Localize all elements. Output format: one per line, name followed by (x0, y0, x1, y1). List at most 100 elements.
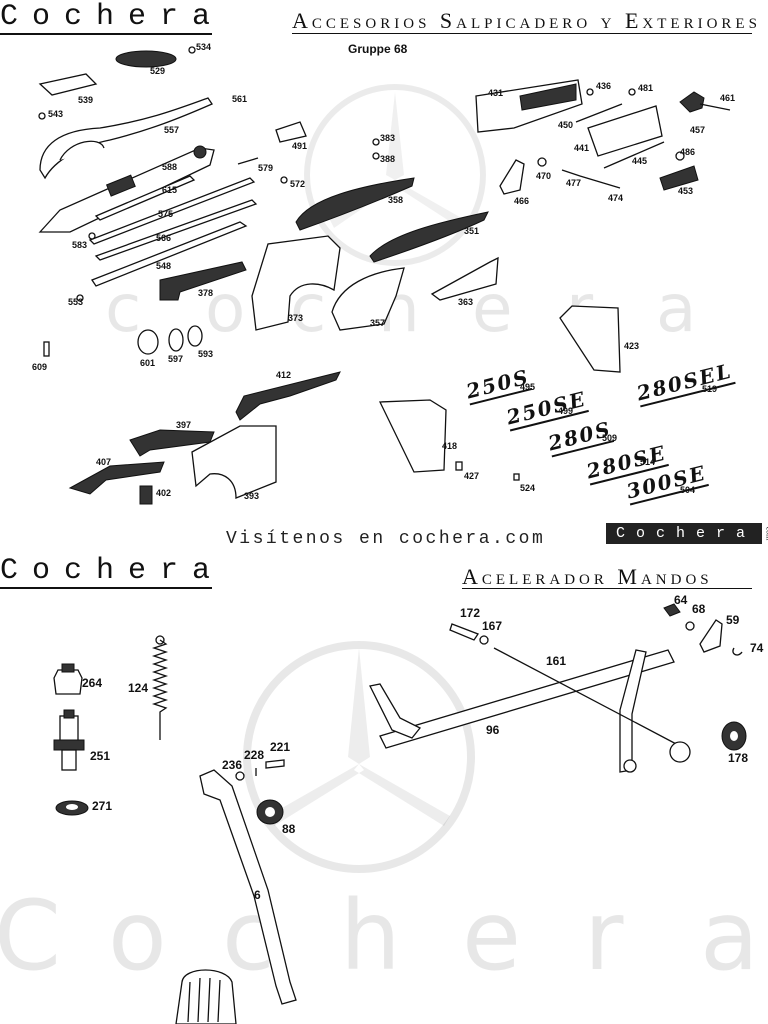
callout: 491 (292, 141, 308, 151)
part-453-plate (659, 165, 699, 191)
part-461-bolt (699, 103, 731, 111)
watermark-letter: a (700, 880, 759, 992)
watermark-letter: a (656, 270, 697, 347)
part-450-rod (575, 103, 623, 123)
callout: 481 (638, 83, 654, 93)
watermark-letter: h (340, 880, 401, 992)
callout: 572 (290, 179, 306, 189)
callout: 172 (460, 606, 481, 620)
part-593-ring (187, 325, 203, 347)
part-363-strip (430, 256, 499, 301)
part-96-lever-eye (623, 759, 637, 773)
part-601-ring (137, 329, 159, 355)
callout: 593 (198, 349, 214, 359)
watermark-letter: o (205, 270, 246, 347)
section-title-acelerador: Acelerador Mandos (462, 564, 713, 589)
part-461-latch (679, 91, 705, 113)
callout: 561 (232, 94, 248, 104)
part-124-spring (151, 639, 169, 740)
part-543-clip (38, 112, 46, 120)
callout: 588 (162, 162, 178, 172)
callout: 124 (128, 681, 149, 695)
callout: 373 (288, 313, 304, 323)
watermark-letter: e (462, 880, 522, 992)
part-529-grille (115, 50, 177, 68)
brand-rule-bottom (0, 587, 212, 589)
callout: 363 (458, 297, 474, 307)
callout: 64 (674, 593, 688, 607)
callout: 601 (140, 358, 156, 368)
visit-badge-label: Cochera (606, 523, 763, 544)
part-423-window (559, 305, 621, 373)
part-388-clip (372, 152, 380, 160)
part-264-sensor (53, 669, 83, 695)
callout: 566 (156, 233, 172, 243)
callout: 534 (196, 42, 212, 52)
callout: 88 (282, 822, 296, 836)
callout: 445 (632, 156, 648, 166)
callout: 167 (482, 619, 503, 633)
callout: 178 (728, 751, 749, 765)
part-575-trim (88, 177, 256, 245)
callout: 407 (96, 457, 112, 467)
callout: 351 (464, 226, 480, 236)
visit-text: Visítenos en cochera.com (226, 529, 546, 549)
part-615-trim (94, 175, 196, 221)
part-609-clip (43, 341, 50, 357)
part-236-washer (235, 771, 245, 781)
visit-badge-tail: com (764, 526, 768, 541)
callout: 597 (168, 354, 184, 364)
part-6-pedal-pad (175, 969, 237, 1024)
part-597-ring (168, 328, 184, 352)
callout: 423 (624, 341, 640, 351)
part-357-panel (331, 267, 405, 331)
part-358-panel (295, 177, 415, 231)
part-441-box (587, 105, 663, 157)
part-378-bracket (159, 261, 247, 301)
callout: 575 (158, 209, 174, 219)
badge-300se: 300SE (624, 460, 710, 506)
callout: 609 (32, 362, 48, 372)
part-548-trim (91, 221, 248, 287)
part-566-trim (94, 199, 258, 261)
part-59-bracket (699, 619, 723, 653)
part-588-gauge (105, 174, 136, 197)
callout: 251 (90, 749, 111, 763)
part-393-wheelhouse (191, 425, 277, 499)
callout: 228 (244, 748, 265, 762)
part-383-clip (372, 138, 380, 146)
part-64-bolt (663, 603, 681, 617)
watermark-letter: r (584, 880, 624, 992)
part-481-clip (628, 88, 636, 96)
brand-logo-top: Cochera (0, 0, 225, 34)
star-watermark-icon-bottom (243, 641, 475, 873)
callout: 524 (520, 483, 536, 493)
part-167-clip (479, 635, 489, 645)
badge-250se: 250SE (504, 386, 590, 432)
callout: 96 (486, 723, 500, 737)
callout: 553 (68, 297, 84, 307)
part-221-bolt (265, 759, 285, 769)
callout: 548 (156, 261, 172, 271)
part-6-pedal-arm (199, 769, 297, 1005)
callout: 504 (680, 485, 696, 495)
callout: 477 (566, 178, 582, 188)
part-88-hole (265, 807, 275, 817)
callout: 397 (176, 420, 192, 430)
callout: 378 (198, 288, 214, 298)
callout: 441 (574, 143, 590, 153)
part-96-shaft (379, 649, 675, 749)
part-572-clip (280, 176, 288, 184)
part-553-clip (76, 294, 84, 302)
part-436-clip (586, 88, 594, 96)
part-161-rod (493, 647, 681, 747)
part-477-spring (561, 169, 621, 189)
part-557-hood (59, 140, 105, 161)
parts-diagram-bottom (53, 603, 747, 1024)
visit-badge: Cochera com (606, 523, 768, 544)
callout: 358 (388, 195, 404, 205)
part-124-hook (155, 635, 165, 645)
callout: 436 (596, 81, 612, 91)
part-486-clip (675, 151, 685, 161)
part-412-panel (235, 371, 341, 421)
